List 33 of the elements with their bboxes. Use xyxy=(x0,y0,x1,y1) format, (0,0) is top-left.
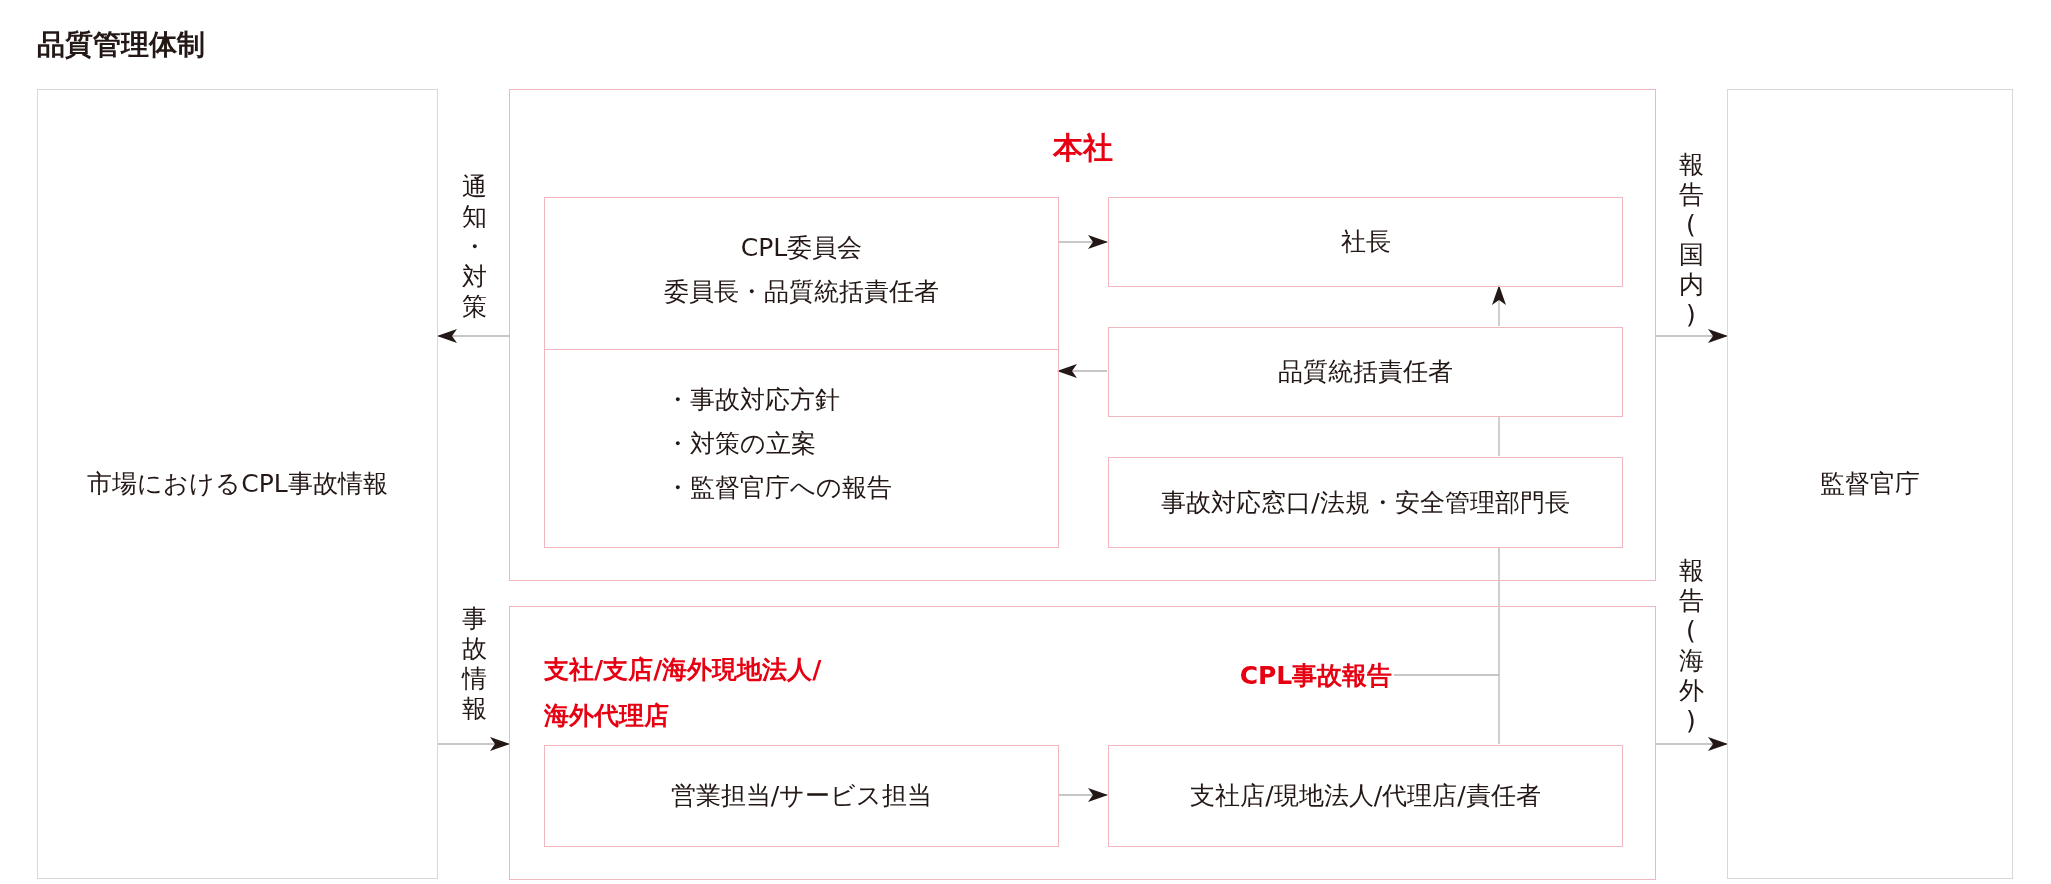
role-box: 社長 xyxy=(1108,197,1623,287)
committee-box xyxy=(544,197,1059,548)
group-frame xyxy=(509,89,1656,581)
connector-line xyxy=(1498,415,1500,457)
committee-members: 委員長・品質統括責任者 xyxy=(663,275,940,308)
edge-label: 報告(国内) xyxy=(1676,150,1706,330)
arrow xyxy=(437,329,510,343)
arrow xyxy=(1655,737,1728,751)
bullet-item: ・事故対応方針 xyxy=(665,384,840,416)
info-box: 監督官庁 xyxy=(1727,89,2013,879)
group-heading: 支社/支店/海外現地法人/海外代理店 xyxy=(544,654,823,733)
connector-line xyxy=(1498,546,1500,745)
arrow xyxy=(1057,364,1108,378)
report-label: CPL事故報告 xyxy=(1237,653,1395,699)
role-box: 事故対応窓口/法規・安全管理部門長 xyxy=(1108,457,1623,548)
arrow xyxy=(1057,235,1108,249)
group-frame xyxy=(509,606,1656,880)
group-heading: 本社 xyxy=(1051,129,1114,167)
edge-label: 報告(海外) xyxy=(1676,556,1706,736)
role-box: 支社店/現地法人/代理店/責任者 xyxy=(1108,745,1623,847)
bullet-item: ・対策の立案 xyxy=(665,427,816,460)
role-box: 営業担当/サービス担当 xyxy=(544,745,1059,847)
leader-line xyxy=(1393,674,1500,676)
bullet-item: ・監督官庁への報告 xyxy=(665,471,892,504)
arrow xyxy=(1492,285,1506,327)
arrow xyxy=(437,737,510,751)
info-box: 市場におけるCPL事故情報 xyxy=(37,89,438,879)
diagram-title: 品質管理体制 xyxy=(37,28,205,62)
committee-name: CPL委員会 xyxy=(739,232,864,264)
role-box: 品質統括責任者 xyxy=(1108,327,1623,417)
arrow xyxy=(1655,329,1728,343)
arrow xyxy=(1057,788,1108,802)
edge-label: 通知・対策 xyxy=(459,172,489,322)
